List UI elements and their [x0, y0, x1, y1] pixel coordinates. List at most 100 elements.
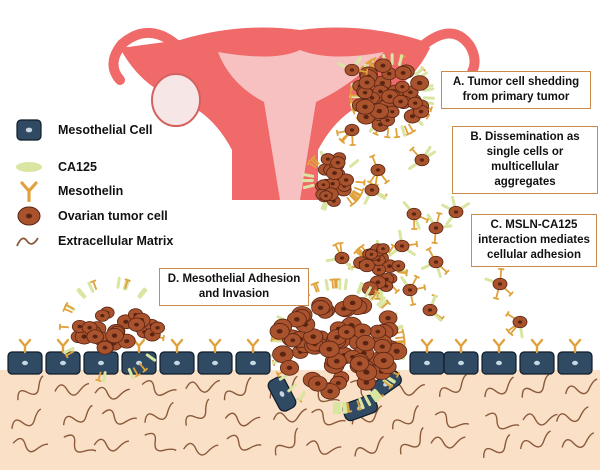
ca125-marker: [287, 383, 297, 393]
ca125-marker: [414, 218, 421, 230]
ca125-marker: [398, 229, 403, 242]
ovarian-tumor-cells: [58, 53, 528, 415]
tumor-cell: [428, 255, 444, 269]
tumor-cell: [373, 339, 392, 355]
ca125-marker: [145, 353, 157, 362]
mesothelin-receptor: [208, 338, 222, 354]
ca125-marker: [402, 201, 412, 211]
ca125-marker: [440, 224, 453, 229]
legend-item-extracellular-matrix: Extracellular Matrix: [14, 230, 173, 252]
mesothelin-marker: [357, 68, 369, 75]
tumor-cell: [406, 207, 422, 221]
ecm-fiber: [11, 408, 42, 429]
extracellular-matrix-icon: [14, 230, 44, 252]
tumor-cell: [279, 359, 300, 376]
ca125-marker: [484, 277, 496, 284]
tumor-cell: [287, 311, 307, 328]
tumor-cell: [86, 329, 104, 344]
tumor-cell: [349, 355, 370, 372]
ecm-fiber: [311, 408, 346, 426]
mesothelin-marker: [409, 295, 417, 307]
legend-label: CA125: [58, 160, 97, 174]
tumor-cell: [316, 179, 331, 191]
ecm-fiber: [555, 406, 589, 423]
ca125-icon: [14, 156, 44, 178]
ecm-fiber: [17, 375, 44, 401]
fallopian-tube-right: [415, 28, 480, 77]
ecm-fiber: [185, 398, 210, 426]
ca125-marker: [451, 195, 457, 208]
tumor-cell: [402, 283, 418, 297]
mesothelin-receptor: [420, 338, 434, 354]
legend-item-mesothelin: Mesothelin: [14, 180, 123, 202]
ca125-marker: [102, 371, 107, 384]
mesothelin-marker: [436, 211, 443, 223]
tumor-cell: [364, 249, 378, 260]
mesothelin-marker: [355, 179, 366, 186]
step-b-line1: B. Dissemination as: [470, 131, 580, 143]
ecm-fiber: [226, 434, 262, 451]
legend-label: Mesothelial Cell: [58, 123, 153, 137]
tumor-cell: [344, 63, 360, 77]
tumor-cell: [308, 375, 328, 392]
ca125-marker: [375, 191, 387, 199]
mesothelin-marker: [353, 248, 364, 258]
legend-label: Mesothelin: [58, 184, 124, 198]
tumor-cell: [369, 103, 389, 120]
mesothelin-marker: [346, 196, 356, 207]
step-c-callout: C. MSLN-CA125 interaction mediates cellu…: [471, 214, 597, 267]
mesothelin-marker: [132, 367, 141, 378]
tumor-cell: [311, 300, 330, 316]
mesothelin-receptor: [56, 338, 70, 354]
ecm-fiber: [224, 412, 261, 427]
ca125-marker: [436, 266, 442, 278]
mesothelin-receptor: [170, 338, 184, 354]
ca125-marker: [400, 275, 409, 287]
tumor-cell: [338, 173, 354, 187]
ca125-marker: [343, 278, 348, 291]
step-a-line2: from primary tumor: [462, 91, 570, 103]
mesothelin-marker: [397, 269, 408, 276]
mesothelin-marker: [407, 240, 419, 248]
ecm-fiber: [438, 374, 467, 397]
ecm-fiber: [101, 409, 138, 425]
tumor-cell: [376, 243, 390, 255]
tumor-cell: [512, 315, 528, 329]
ecm-fiber: [484, 376, 514, 398]
tumor-cell: [342, 294, 363, 312]
tumor-cell: [448, 205, 464, 219]
ecm-fiber: [93, 438, 129, 452]
tumor-cell: [428, 221, 444, 235]
mesothelin-marker: [312, 281, 320, 292]
ca125-marker: [127, 368, 135, 380]
mesothelin-marker: [394, 128, 401, 139]
ca125-marker: [371, 390, 380, 401]
mesothelin-marker: [366, 174, 376, 186]
ca125-marker: [379, 288, 384, 300]
tumor-cell: [355, 98, 375, 115]
mesothelin-marker: [425, 246, 434, 258]
ca125-marker: [398, 54, 404, 66]
mesothelial-cell-icon: [14, 119, 44, 141]
ca125-marker: [278, 373, 290, 381]
tumor-cell: [344, 123, 360, 137]
mesothelin-marker: [409, 146, 419, 157]
mesothelin-marker: [335, 129, 347, 136]
ca125-marker: [364, 286, 372, 298]
mesothelial-cell: [7, 351, 43, 375]
ecm-fiber: [522, 413, 558, 426]
mesothelial-cell: [235, 351, 271, 375]
tumor-cell: [392, 94, 409, 109]
fallopian-tube-left: [108, 27, 185, 85]
mesothelial-cell: [121, 351, 157, 375]
mesothelin-receptor: [18, 338, 32, 354]
tumor-cell: [284, 333, 302, 348]
ecm-fiber: [185, 379, 220, 393]
mesothelin-marker: [349, 135, 356, 147]
mesothelin-marker: [380, 299, 391, 309]
ca125-marker: [297, 391, 306, 402]
ecm-fiber: [434, 411, 470, 429]
ecm-fiber: [272, 408, 307, 423]
ecm-fiber: [62, 404, 93, 426]
tumor-cell: [105, 327, 124, 344]
